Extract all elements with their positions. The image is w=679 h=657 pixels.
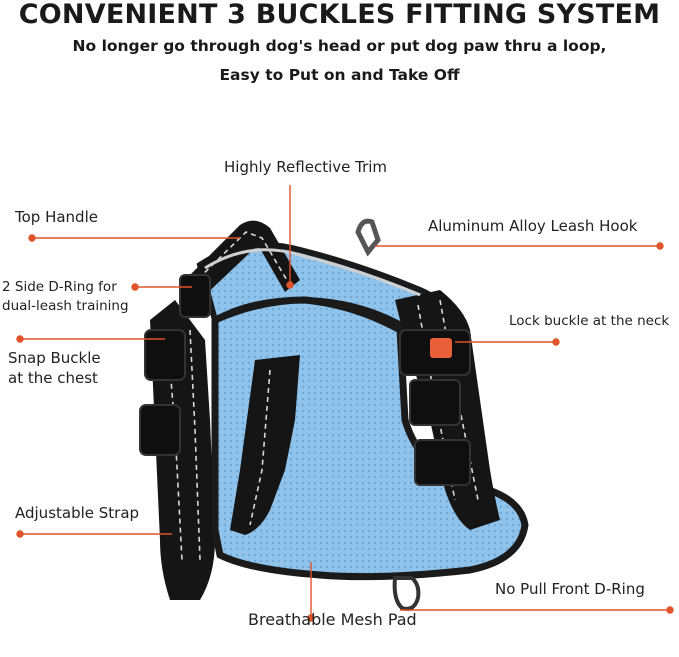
snap-buckle [144, 329, 186, 381]
callout-lines [16, 185, 674, 622]
callout-snap-buckle-1: Snap Buckle [8, 349, 101, 367]
leash-hook [355, 218, 381, 257]
callout-mesh-pad: Breathable Mesh Pad [248, 610, 417, 629]
callout-side-dring-2: dual-leash training [2, 298, 129, 314]
center-strap [230, 355, 300, 535]
callout-side-dring-1: 2 Side D-Ring for [2, 279, 117, 295]
callout-adjustable-strap: Adjustable Strap [15, 504, 140, 522]
callout-snap-buckle-2: at the chest [8, 369, 98, 387]
callout-front-dring: No Pull Front D-Ring [495, 580, 645, 598]
subtitle-line-2: Easy to Put on and Take Off [219, 66, 460, 84]
callout-top-handle: Top Handle [15, 208, 98, 226]
callout-reflective-trim: Highly Reflective Trim [224, 158, 388, 176]
front-dring [392, 576, 421, 611]
callout-leash-hook: Aluminum Alloy Leash Hook [428, 217, 638, 235]
reflective-trim [204, 248, 421, 297]
lock-button [430, 338, 452, 358]
subtitle-line-1: No longer go through dog's head or put d… [72, 37, 607, 55]
page-title: CONVENIENT 3 BUCKLES FITTING SYSTEM [18, 0, 661, 30]
callout-lock-buckle: Lock buckle at the neck [509, 313, 670, 329]
